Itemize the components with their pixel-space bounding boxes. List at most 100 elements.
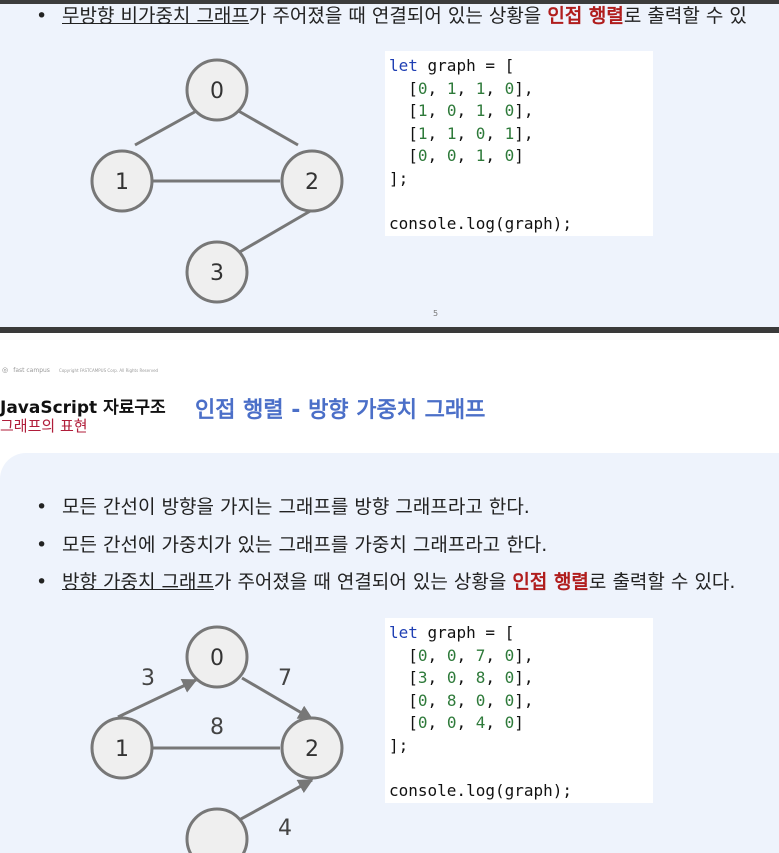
page-number: 5 bbox=[433, 309, 439, 318]
logo-icon: ◎ bbox=[2, 366, 9, 374]
node-1-label: 1 bbox=[115, 737, 129, 762]
matrix-cell: 1 bbox=[504, 123, 515, 143]
matrix-cell: 1 bbox=[417, 123, 428, 143]
code-line: let graph = [ bbox=[389, 56, 515, 75]
matrix-cell: 1 bbox=[446, 123, 457, 143]
matrix-row: [0, 1, 1, 0], bbox=[389, 78, 534, 98]
matrix-cell: 3 bbox=[417, 668, 428, 687]
brand-name: fast campus bbox=[13, 367, 50, 374]
bullet-text-end: 로 출력할 수 있다. bbox=[588, 571, 736, 593]
slide-5: • 무방향 비가중치 그래프가 주어졌을 때 연결되어 있는 상황을 인접 행렬… bbox=[0, 0, 779, 327]
matrix-cell: 0 bbox=[446, 668, 457, 687]
matrix-cell: 0 bbox=[504, 645, 515, 665]
matrix-cell: 0 bbox=[417, 645, 428, 665]
directed-weighted-graph-diagram: 0 1 2 3 7 8 4 bbox=[90, 625, 344, 853]
code-line: let graph = [ bbox=[389, 623, 515, 642]
term-underlined: 방향 가중치 그래프 bbox=[62, 571, 214, 593]
matrix-cell: 8 bbox=[446, 690, 457, 710]
node-3 bbox=[185, 807, 249, 853]
node-3-label: 3 bbox=[210, 261, 224, 286]
matrix-cell: 0 bbox=[417, 146, 428, 165]
node-0 bbox=[185, 58, 249, 122]
node-2 bbox=[280, 149, 344, 213]
weight-label: 4 bbox=[278, 816, 292, 841]
code-line: console.log(graph); bbox=[389, 780, 573, 800]
matrix-row: [0, 0, 1, 0] bbox=[389, 146, 524, 165]
term-underlined: 무방향 비가중치 그래프 bbox=[62, 5, 249, 27]
edge-0-to-2 bbox=[241, 676, 314, 721]
matrix-rows: [0, 0, 7, 0], [3, 0, 8, 0], [0, 8, 0, 0]… bbox=[389, 645, 653, 735]
node-1 bbox=[90, 149, 154, 213]
node-0-label: 0 bbox=[210, 646, 224, 671]
matrix-cell: 1 bbox=[475, 101, 486, 120]
copyright: Copyright FASTCAMPUS Corp. All Rights Re… bbox=[59, 368, 159, 373]
bullet-text-end: 로 출력할 수 있 bbox=[623, 5, 747, 27]
slide-heading: 인접 행렬 - 방향 가중치 그래프 bbox=[195, 398, 486, 423]
matrix-cell: 1 bbox=[475, 78, 486, 98]
matrix-cell: 0 bbox=[504, 101, 515, 120]
matrix-cell: 0 bbox=[446, 645, 457, 665]
matrix-row: [3, 0, 8, 0], bbox=[389, 668, 534, 687]
matrix-row: [0, 0, 4, 0] bbox=[389, 713, 524, 732]
code-block-directed-weighted: let graph = [ [0, 0, 7, 0], [3, 0, 8, 0]… bbox=[385, 618, 653, 803]
undirected-graph-diagram: 0 1 2 3 bbox=[90, 58, 344, 304]
matrix-cell: 0 bbox=[504, 713, 515, 732]
matrix-cell: 1 bbox=[475, 146, 486, 165]
matrix-cell: 0 bbox=[446, 146, 457, 165]
node-0 bbox=[185, 625, 249, 689]
matrix-cell: 0 bbox=[475, 690, 486, 710]
matrix-row: [0, 0, 7, 0], bbox=[389, 645, 534, 665]
bullet-text: 가 주어졌을 때 연결되어 있는 상황을 bbox=[248, 5, 548, 27]
matrix-cell: 0 bbox=[446, 713, 457, 732]
brand-bar: ◎ fast campus Copyright FASTCAMPUS Corp.… bbox=[2, 357, 158, 376]
matrix-row: [1, 1, 0, 1], bbox=[389, 123, 534, 143]
matrix-cell: 0 bbox=[504, 146, 515, 165]
bullet-dot: • bbox=[36, 496, 48, 518]
matrix-cell: 0 bbox=[417, 78, 428, 98]
matrix-cell: 0 bbox=[504, 78, 515, 98]
slide-divider bbox=[0, 327, 779, 333]
node-0-label: 0 bbox=[210, 79, 224, 104]
node-2-label: 2 bbox=[305, 737, 319, 762]
code-line: ]; bbox=[389, 735, 409, 755]
weight-label: 7 bbox=[278, 666, 292, 691]
node-1 bbox=[90, 716, 154, 780]
weight-label: 8 bbox=[210, 715, 224, 740]
matrix-cell: 7 bbox=[475, 645, 486, 665]
bullet-dot: • bbox=[36, 5, 48, 27]
course-subtitle: 그래프의 표현 bbox=[0, 417, 88, 435]
matrix-row: [1, 0, 1, 0], bbox=[389, 101, 534, 120]
edge-2-3 bbox=[237, 208, 313, 255]
matrix-cell: 0 bbox=[504, 690, 515, 710]
matrix-cell: 1 bbox=[446, 78, 457, 98]
bullet-text: 가 주어졌을 때 연결되어 있는 상황을 bbox=[213, 571, 513, 593]
node-2-label: 2 bbox=[305, 170, 319, 195]
edge-0-2 bbox=[234, 107, 299, 147]
matrix-cell: 8 bbox=[475, 668, 486, 687]
term-adjacency-matrix: 인접 행렬 bbox=[547, 5, 624, 27]
matrix-rows: [0, 1, 1, 0], [1, 0, 1, 0], [1, 1, 0, 1]… bbox=[389, 78, 653, 168]
weight-label: 3 bbox=[141, 666, 155, 691]
edge-3-to-2 bbox=[229, 778, 314, 827]
code-line: console.log(graph); bbox=[389, 213, 573, 233]
node-1-label: 1 bbox=[115, 170, 129, 195]
slide-6: ◎ fast campus Copyright FASTCAMPUS Corp.… bbox=[0, 333, 779, 853]
bullet-text: 모든 간선에 가중치가 있는 그래프를 가중치 그래프라고 한다. bbox=[62, 534, 548, 556]
node-3 bbox=[185, 240, 249, 304]
bullet-text: 모든 간선이 방향을 가지는 그래프를 방향 그래프라고 한다. bbox=[62, 496, 530, 518]
matrix-cell: 1 bbox=[417, 101, 428, 120]
matrix-cell: 4 bbox=[475, 713, 486, 732]
term-adjacency-matrix: 인접 행렬 bbox=[512, 571, 589, 593]
matrix-cell: 0 bbox=[475, 123, 486, 143]
matrix-cell: 0 bbox=[446, 101, 457, 120]
edge-0-1 bbox=[134, 107, 201, 147]
edge-1-to-0 bbox=[117, 678, 198, 719]
bullet-dot: • bbox=[36, 534, 48, 556]
code-block-undirected: let graph = [ [0, 1, 1, 0], [1, 0, 1, 0]… bbox=[385, 51, 653, 236]
matrix-cell: 0 bbox=[417, 690, 428, 710]
node-2 bbox=[280, 716, 344, 780]
slide-top-border bbox=[0, 0, 779, 4]
matrix-cell: 0 bbox=[504, 668, 515, 687]
course-title: JavaScript 자료구조 bbox=[0, 398, 166, 418]
matrix-row: [0, 8, 0, 0], bbox=[389, 690, 534, 710]
